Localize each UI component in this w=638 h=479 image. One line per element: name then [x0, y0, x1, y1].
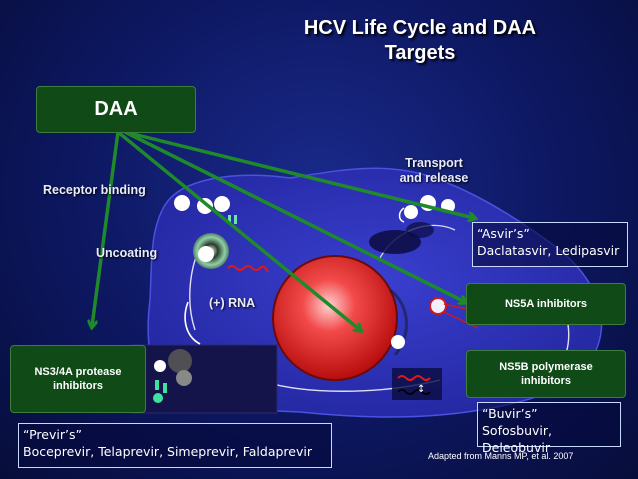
uncoating-vesicle	[193, 233, 229, 269]
ns34a-line-2: inhibitors	[52, 380, 104, 392]
label-rna: (+) RNA	[209, 296, 256, 310]
label-uncoating: Uncoating	[96, 246, 158, 260]
golgi	[369, 230, 421, 254]
title-line-1: HCV Life Cycle and DAA	[303, 17, 537, 39]
previr-drugs: Boceprevir, Telaprevir, Simeprevir, Fald…	[23, 444, 313, 459]
transport-line-1: Transport	[405, 156, 463, 170]
daa-arrows	[92, 130, 474, 330]
ns34a-protease-box: NS3/4A protease inhibitors	[10, 345, 146, 413]
page-title: HCV Life Cycle and DAA Targets	[270, 16, 570, 66]
ns5b-polymerase-box: NS5B polymerase inhibitors	[466, 350, 626, 398]
ns5a-inhibitors-box: NS5A inhibitors	[466, 283, 626, 325]
nucleus	[272, 255, 398, 381]
label-transport-release: Transport and release	[394, 156, 474, 186]
label-receptor-binding: Receptor binding	[43, 183, 146, 197]
replication-complex	[131, 344, 278, 414]
rna-strand	[227, 265, 269, 273]
buvir-drugs: Sofosbuvir, Deleobuvir	[482, 423, 552, 455]
source-credit: Adapted from Manns MP, et al. 2007	[428, 451, 574, 461]
asvir-class-box: “Asvir’s” Daclatasvir, Ledipasvir	[472, 222, 628, 267]
daa-box: DAA	[36, 86, 196, 133]
svg-text:↕: ↕	[417, 384, 425, 395]
ns5b-line-1: NS5B polymerase	[499, 361, 593, 373]
title-line-2: Targets	[384, 42, 456, 64]
previr-class-box: “Previr’s” Boceprevir, Telaprevir, Simep…	[18, 423, 332, 468]
previr-title: “Previr’s”	[23, 427, 82, 442]
ns34a-line-1: NS3/4A protease	[34, 366, 122, 378]
ns5b-complex	[392, 368, 442, 400]
ns5b-line-2: inhibitors	[520, 375, 572, 387]
asvir-title: “Asvir’s”	[477, 226, 530, 241]
buvir-title: “Buvir’s”	[482, 406, 538, 421]
asvir-drugs: Daclatasvir, Ledipasvir	[477, 243, 620, 258]
ns5a-site	[429, 297, 447, 315]
buvir-class-box: “Buvir’s” Sofosbuvir, Deleobuvir	[477, 402, 621, 455]
virions-transport	[391, 195, 455, 349]
transport-line-2: and release	[399, 171, 469, 185]
virions-receptor-binding	[174, 195, 237, 224]
